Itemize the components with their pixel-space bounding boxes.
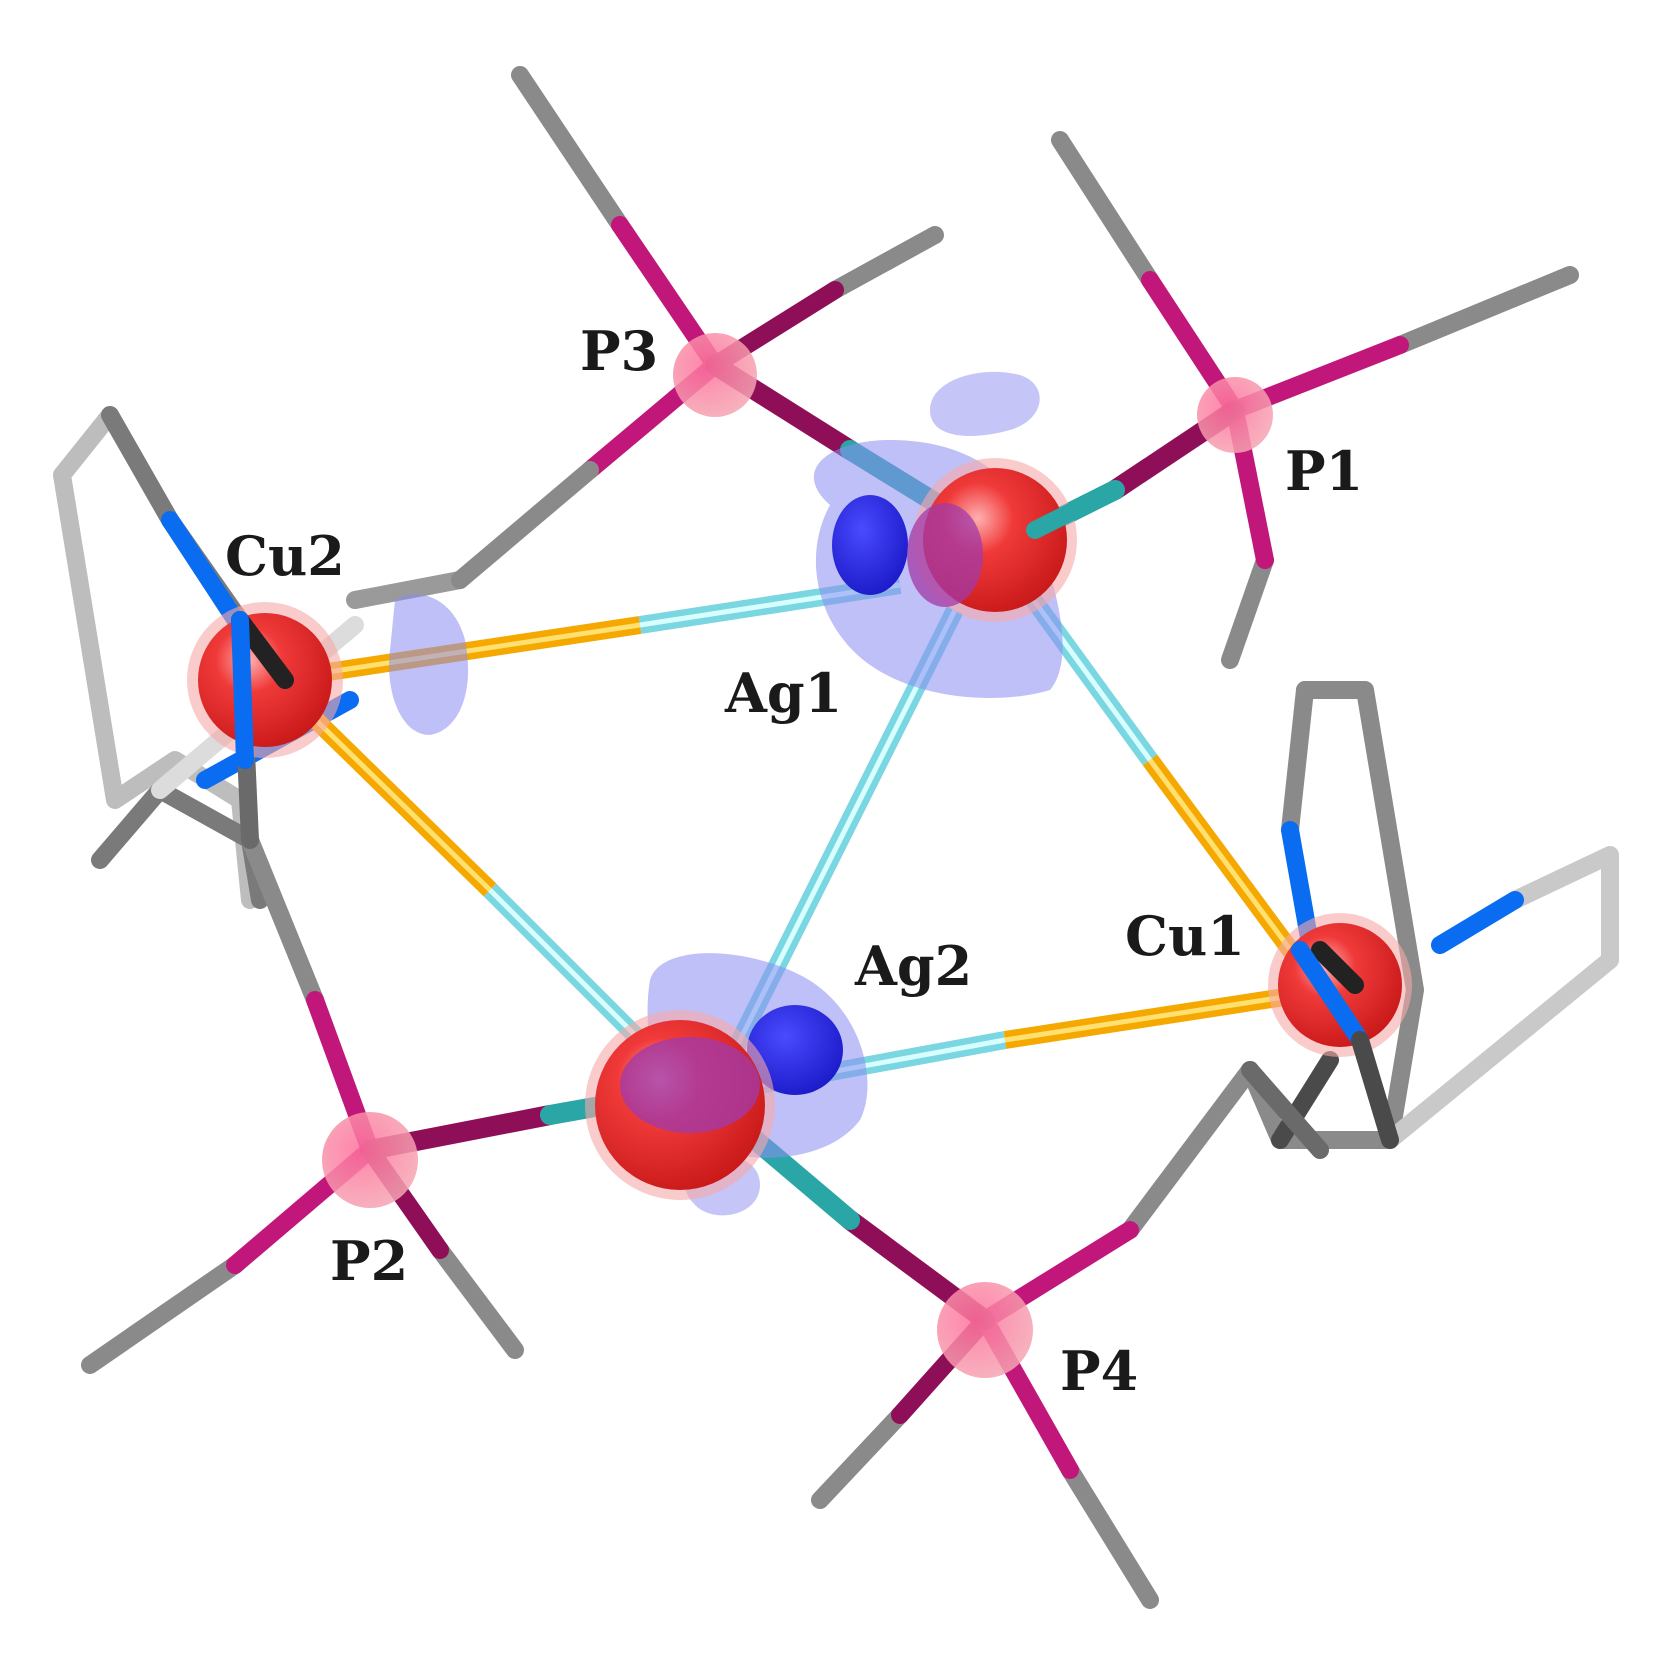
atom-labels: P3 P1 Cu2 Ag1 Ag2 Cu1 P2 P4 <box>225 319 1363 1403</box>
front-bonds <box>231 481 1399 1149</box>
cu2-density-lobe <box>389 594 469 735</box>
p2-methyl-down <box>431 1241 524 1359</box>
p3-methyl-right <box>826 226 944 299</box>
cu2-atom <box>198 613 332 747</box>
p3-carbon <box>451 461 599 589</box>
label-cu1: Cu1 <box>1125 904 1245 968</box>
p1-carbon-bond <box>1221 551 1274 669</box>
p3-atom <box>673 333 757 417</box>
metal-atoms <box>187 458 1412 1200</box>
p4-atom <box>937 1282 1033 1378</box>
cu1-front-n-bond <box>1291 941 1369 1049</box>
left-ligand-bond <box>346 571 469 609</box>
cu1-front-c-bond <box>1351 1031 1399 1149</box>
cu1-front-bond <box>1311 941 1364 994</box>
label-p2: P2 <box>330 1229 408 1293</box>
label-cu2: Cu2 <box>225 524 345 588</box>
ligand-framework <box>53 406 1619 1239</box>
phosphorus-atoms <box>322 333 1273 1378</box>
p2-carbon <box>241 831 324 1009</box>
right-ligand-bond <box>1281 681 1314 839</box>
ag1-front-bond <box>1026 481 1124 539</box>
label-p1: P1 <box>1285 439 1363 503</box>
p1-methyl-top <box>1051 131 1159 289</box>
ag-p-bonds <box>360 355 1245 1330</box>
ag1-density-lobe-top <box>930 371 1040 436</box>
right-ligand-ring-light <box>1381 846 1619 1149</box>
p4-methyl-down <box>1061 1461 1159 1609</box>
cu2-front-n-bond <box>231 611 254 769</box>
p3-methyl-top <box>511 66 629 234</box>
label-p3: P3 <box>580 319 658 383</box>
p2-methyl-left <box>81 1256 244 1374</box>
p2-atom <box>322 1112 418 1208</box>
label-ag2: Ag2 <box>854 934 972 998</box>
label-ag1: Ag1 <box>724 661 842 725</box>
ag2-density-core <box>747 1005 843 1095</box>
p1-atom <box>1197 377 1273 453</box>
n-bond-right <box>1431 891 1524 954</box>
label-p4: P4 <box>1060 1339 1138 1403</box>
p1-methyl-right <box>1391 266 1579 354</box>
right-ligand-bond <box>1241 1061 1329 1159</box>
right-ligand-ring <box>1241 681 1424 1149</box>
phosphine-bonds <box>81 66 1579 1609</box>
ag2-overlap <box>620 1037 760 1133</box>
ag1-overlap <box>907 503 983 607</box>
ag1-density-core <box>832 495 908 595</box>
cu1-atom <box>1278 923 1402 1047</box>
p4-carbon-bond <box>1121 1061 1259 1239</box>
p4-methyl-left <box>811 1406 909 1509</box>
